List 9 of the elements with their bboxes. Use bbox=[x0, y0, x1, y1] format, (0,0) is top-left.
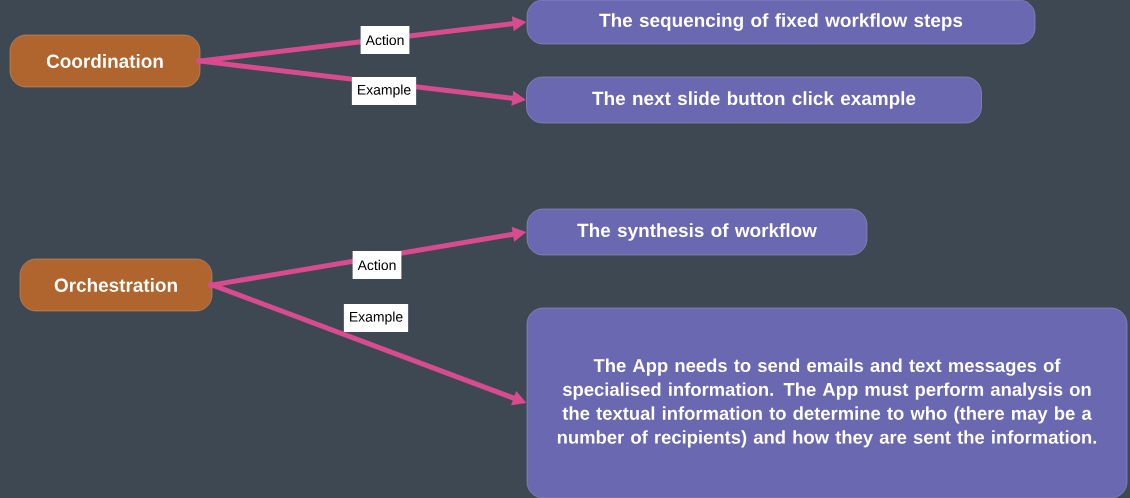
description-box: The sequencing of fixed workflow steps bbox=[526, 0, 1036, 45]
edge-label: Action bbox=[360, 26, 410, 54]
description-box: The App needs to send emails and text messages of specialised information. The App must perform analysis on the textual information to determine to who (there may be a number of recipients) and how they are sent the information. bbox=[526, 307, 1128, 498]
description-box: The synthesis of workflow bbox=[526, 208, 868, 256]
description-box: The next slide button click example bbox=[526, 76, 982, 124]
edge-label: Example bbox=[343, 304, 409, 332]
edge-label: Example bbox=[351, 77, 417, 105]
topic-box: Coordination bbox=[9, 34, 201, 88]
topic-box: Orchestration bbox=[19, 258, 213, 312]
